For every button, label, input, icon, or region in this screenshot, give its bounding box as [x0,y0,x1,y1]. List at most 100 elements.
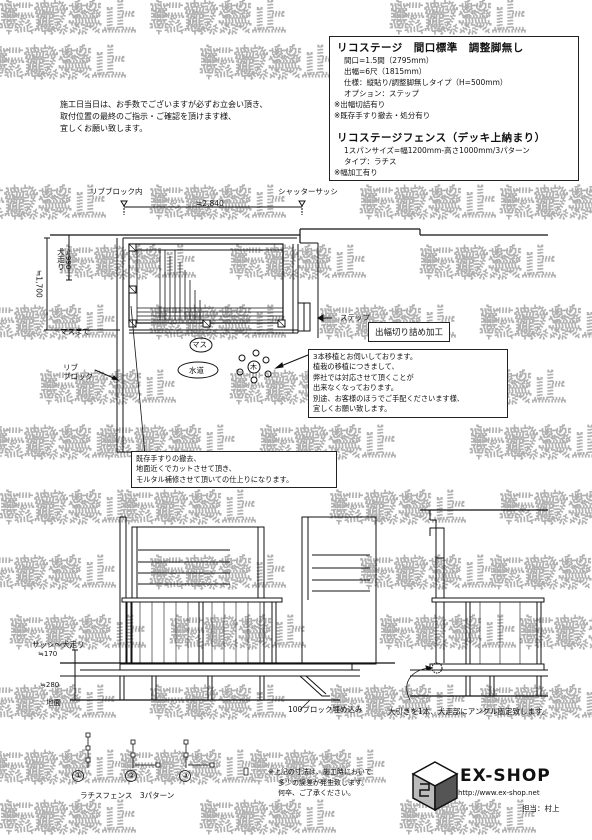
tree-note-line: 弊社では対応させて頂くことが [313,372,414,382]
watermark-text: 転載禁止 [360,184,496,224]
pattern-2: ② [128,771,136,780]
fence-patterns [72,732,249,782]
brand-name: EX-SHOP [460,766,551,786]
pattern-3: ③ [182,771,190,780]
intro-note-line: 宜しくお願い致します。 [60,124,148,133]
shutter-sash-label: シャッターサッシ [278,187,338,196]
pattern-1: ① [75,771,83,780]
spec-line: ※既存手すり撤去・処分有り [334,111,431,120]
width-dim: ≒2,840 [196,199,224,208]
fence-title: リコステージフェンス（デッキ上納まり） [337,132,546,144]
intro-note: 施工日当日は、お手数でございますが必ずお立会い頂き、 取付位置の最終のご指示・ご… [60,99,267,135]
footer-note: ※上記の寸法は、施工時において 多少の誤差が発生致します。 何卒、ご了承ください… [268,767,372,799]
ex-shop-logo: EX-SHOP http://www.ex-shop.net 担当：村上 [410,760,570,822]
sash-dim: ≒170 [38,650,58,658]
to-mass-label: マスまで [60,327,90,336]
watermark-text: 転載禁止 [150,0,286,39]
rail-note-line: 既存手すりの撤去、 [136,454,201,463]
watermark-text: 転載禁止 [520,614,592,654]
watermark-text: 転載禁止 [10,614,146,654]
watermark-text: 転載禁止 [330,489,466,529]
watermark-text: 転載禁止 [200,799,336,839]
watermark-text: 転載禁止 [390,0,526,39]
tree-note-line: 3本移植とお伺いしております。 [313,352,418,361]
footer-note-line: 多少の誤差が発生致します。 [278,778,369,787]
fence-line: ※幅加工有り [334,168,378,177]
watermark-text: 転載禁止 [380,614,516,654]
spec-line: オプション：ステップ [344,89,419,98]
ground-label: 地面 [46,698,61,707]
watermark-text: 転載禁止 [330,684,466,724]
water-label: 水道 [189,366,204,375]
intro-note-line: 取付位置の最終のご指示・ご確認を頂けます様、 [60,112,236,121]
fence-line: 1スパンサイズ=幅1200mm-高さ1000mm/3パターン [344,146,530,155]
footer-note-line: ※上記の寸法は、施工時において [268,768,372,776]
step-label: ステップ [340,313,370,322]
watermark-text: 転載禁止 [480,684,592,724]
watermark-text: 転載禁止 [400,799,536,839]
watermark-text: 転載禁止 [250,749,386,789]
watermark-text: 転載禁止 [500,489,592,529]
intro-note-line: 施工日当日は、お手数でございますが必ずお立会い頂き、 [60,100,268,109]
tree-note-line: 植栽の移植につきまして、 [313,362,399,372]
watermark-text: 転載禁止 [420,244,556,284]
watermark-text: 転載禁止 [470,424,592,464]
fence-line: タイプ：ラチス [344,157,397,166]
side-elevation [406,509,548,701]
tree-label: 木 [250,363,257,371]
watermark-text: 転載禁止 [0,304,116,344]
spec-line: 間口=1.5間（2795mm） [344,56,434,65]
tree-note: 3本移植とお伺いしております。 植栽の移植につきまして、 弊社では対応させて頂く… [308,349,508,418]
rail-note: 既存手すりの撤去、 地面近くでカットさせて頂き、 モルタル補修させて頂いての仕上… [131,451,337,489]
watermark-text: 転載禁止 [0,44,126,84]
watermark-text: 転載禁止 [200,44,336,84]
tree-note-line: 別途、お客様のほうでご手配くださいます様、 [313,393,464,403]
front-elevation [60,516,395,711]
rib-block-label: リブ ブロック [63,363,93,382]
block-label: 100ブロック埋め込み [288,705,363,714]
cut-tag: 出幅切り詰め加工 [368,322,451,342]
angle-note: 大引きを1本、犬走部にアングル固定致します。 [388,707,550,716]
rafter-label: 犬走り [56,248,66,271]
tree-note-line: 宜しくお願い致します。 [313,404,392,414]
watermark-text: 転載禁止 [150,304,286,344]
watermark-text: 転載禁止 [500,184,592,224]
brand-url[interactable]: http://www.ex-shop.net [458,789,540,797]
watermark-text: 転載禁止 [150,184,286,224]
watermark-text: 転載禁止 [0,184,106,224]
watermark-text: 転載禁止 [170,614,306,654]
rib-block-in-label: リブブロック内 [90,187,143,196]
watermark-text: 転載禁止 [0,749,126,789]
spec-line: 仕様：縦貼り/調整脚無しタイプ（H=500mm） [344,78,508,87]
rail-note-line: 地面近くでカットさせて頂き、 [136,464,236,474]
cube-logo-icon [411,761,459,812]
tree-note-line: 出来なくなっております。 [313,383,398,393]
h280-dim: ≒280 [40,681,60,689]
spec-line: 出幅=6尺（1815mm） [344,67,427,76]
rail-note-line: モルタル補修させて頂いての仕上りになります。 [136,474,294,484]
watermark-text: 転載禁止 [0,0,136,39]
watermark-text: 転載禁止 [490,554,592,594]
depth-dim: ≒1,700 [34,270,44,298]
watermark-text: 転載禁止 [120,489,256,529]
watermark-text: 転載禁止 [360,554,496,594]
watermark-text: 転載禁止 [0,684,116,724]
spec-box: リコステージ 間口標準 調整脚無し 間口=1.5間（2795mm） 出幅=6尺（… [329,36,579,181]
watermark-text: 転載禁止 [0,554,116,594]
watermark-text: 転載禁止 [0,489,136,529]
watermark-text: 転載禁止 [0,424,126,464]
staff-label: 担当：村上 [522,804,560,813]
watermark-text: 転載禁止 [0,799,136,839]
spec-title: リコステージ 間口標準 調整脚無し [337,42,524,54]
fence-pattern-label: ラチスフェンス 3パターン [80,791,175,800]
rafter-dim: ≒990 [63,250,72,270]
watermark-text: 転載禁止 [60,244,196,284]
plan-view [44,200,548,456]
footer-note-line: 何卒、ご了承ください。 [278,789,355,797]
mass-label: マス [192,340,207,349]
watermark-text: 転載禁止 [480,304,592,344]
spec-line: ※出幅切詰有り [334,100,386,109]
sash-label: サッシ～犬走り [32,640,85,649]
